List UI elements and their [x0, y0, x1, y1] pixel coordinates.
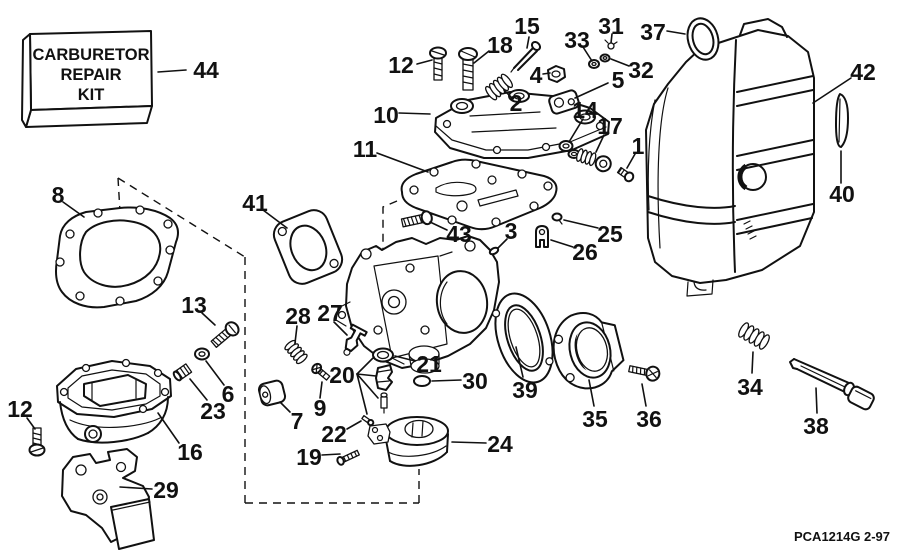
part-19-pin-screw: [336, 449, 360, 466]
part-8-gasket: [55, 205, 179, 309]
part-42-silencer-body: [645, 18, 815, 297]
part-12-screw-top: [429, 46, 447, 81]
repair-kit-box: CARBURETOR REPAIR KIT: [21, 30, 153, 128]
part-6-nut: [194, 347, 210, 361]
callout-25: 25: [597, 221, 623, 247]
part-7-roller: [257, 379, 287, 407]
callout-16: 16: [177, 439, 203, 465]
callout-5: 5: [612, 67, 625, 93]
callout-14: 14: [572, 97, 598, 123]
kit-boundary-dashed-lines: [117, 177, 420, 504]
callout-6: 6: [222, 381, 235, 407]
callout-2: 2: [510, 90, 523, 116]
part-34-spring: [738, 322, 770, 350]
callout-38: 38: [803, 413, 829, 439]
callout-41: 41: [242, 190, 268, 216]
kit-box-line2: REPAIR: [60, 66, 121, 84]
leader-lines: [26, 30, 852, 490]
part-31-retainer: [604, 39, 618, 50]
kit-box-line3: KIT: [78, 86, 105, 104]
callout-42: 42: [850, 59, 876, 85]
part-23-plug: [172, 363, 193, 382]
footer: PCA1214G 2-97: [794, 529, 890, 544]
part-20-needle-seat: [375, 364, 393, 414]
part-39-gasket: [491, 292, 554, 384]
callout-29: 29: [153, 477, 179, 503]
part-30-oval-ring: [413, 375, 431, 387]
callout-12-left: 12: [7, 396, 33, 422]
callout-1: 1: [632, 133, 645, 159]
part-5-cam-follower: [548, 89, 580, 115]
part-21-grommet: [372, 347, 394, 363]
callout-13: 13: [181, 292, 207, 318]
part-41-gasket: [272, 209, 344, 285]
callout-8: 8: [52, 182, 65, 208]
callout-10: 10: [373, 102, 399, 128]
part-29-bracket: [61, 448, 155, 550]
part-16-mounting-cup: [56, 358, 172, 444]
callout-26: 26: [572, 239, 598, 265]
callout-4: 4: [530, 62, 543, 88]
callout-40: 40: [829, 181, 855, 207]
part-24-float: [367, 416, 449, 467]
callout-37: 37: [640, 19, 666, 45]
revision-date: 2-97: [864, 529, 890, 544]
part-27-inlet-valve: [343, 323, 368, 356]
callout-21: 21: [416, 351, 442, 377]
callout-34: 34: [737, 374, 763, 400]
callout-35: 35: [582, 406, 608, 432]
carburetor-body: [335, 235, 500, 374]
part-9-screw-small: [311, 362, 331, 381]
callout-43: 43: [446, 221, 472, 247]
callout-15: 15: [514, 13, 540, 39]
callout-28: 28: [285, 303, 311, 329]
part-32-ring: [599, 53, 611, 63]
part-1-plug-screw: [616, 166, 635, 183]
part-40-blade: [835, 93, 849, 148]
callout-27: 27: [317, 300, 343, 326]
callout-numbers: 1 2 3 4 5 6 7 8 9 10 11 12 12 13 14 15 1…: [7, 13, 876, 503]
part-2-spring: [485, 73, 513, 101]
callout-24: 24: [487, 431, 513, 457]
callout-30: 30: [462, 368, 488, 394]
kit-box-line1: CARBURETOR: [32, 46, 149, 64]
callout-32: 32: [628, 57, 654, 83]
part-26-clip: [535, 225, 549, 248]
part-35-adapter: [552, 312, 625, 390]
callout-17: 17: [597, 113, 623, 139]
part-25-screw-small: [551, 212, 563, 225]
callout-3: 3: [505, 218, 518, 244]
part-38-lever: [789, 358, 875, 411]
part-37-o-ring: [686, 17, 720, 61]
callout-12-top: 12: [388, 52, 414, 78]
callout-23: 23: [200, 398, 226, 424]
callout-44: 44: [193, 57, 219, 83]
part-code: PCA1214G: [794, 529, 860, 544]
part-18-screw: [458, 47, 478, 91]
part-22-pin: [361, 415, 375, 427]
callout-31: 31: [598, 13, 624, 39]
callout-19: 19: [296, 444, 322, 470]
callout-39: 39: [512, 377, 538, 403]
part-33-washer: [588, 59, 600, 69]
part-11-diaphragm-plate: [400, 158, 558, 231]
callout-22: 22: [321, 421, 347, 447]
part-4-nut: [547, 65, 566, 83]
part-15-needle: [510, 40, 542, 73]
part-36-screw: [628, 365, 661, 382]
callout-33: 33: [564, 27, 590, 53]
callout-9: 9: [314, 395, 327, 421]
callout-18: 18: [487, 32, 513, 58]
callout-36: 36: [636, 406, 662, 432]
callout-20: 20: [329, 362, 355, 388]
part-12-screw-left: [28, 427, 46, 457]
callout-11: 11: [353, 136, 378, 162]
part-14-washers: [558, 140, 581, 159]
part-28-spring: [284, 339, 308, 365]
part-43-screw: [400, 210, 433, 228]
part-13-screw: [210, 321, 240, 348]
callout-7: 7: [291, 408, 304, 434]
part-17-screw-with-spring: [576, 148, 612, 173]
